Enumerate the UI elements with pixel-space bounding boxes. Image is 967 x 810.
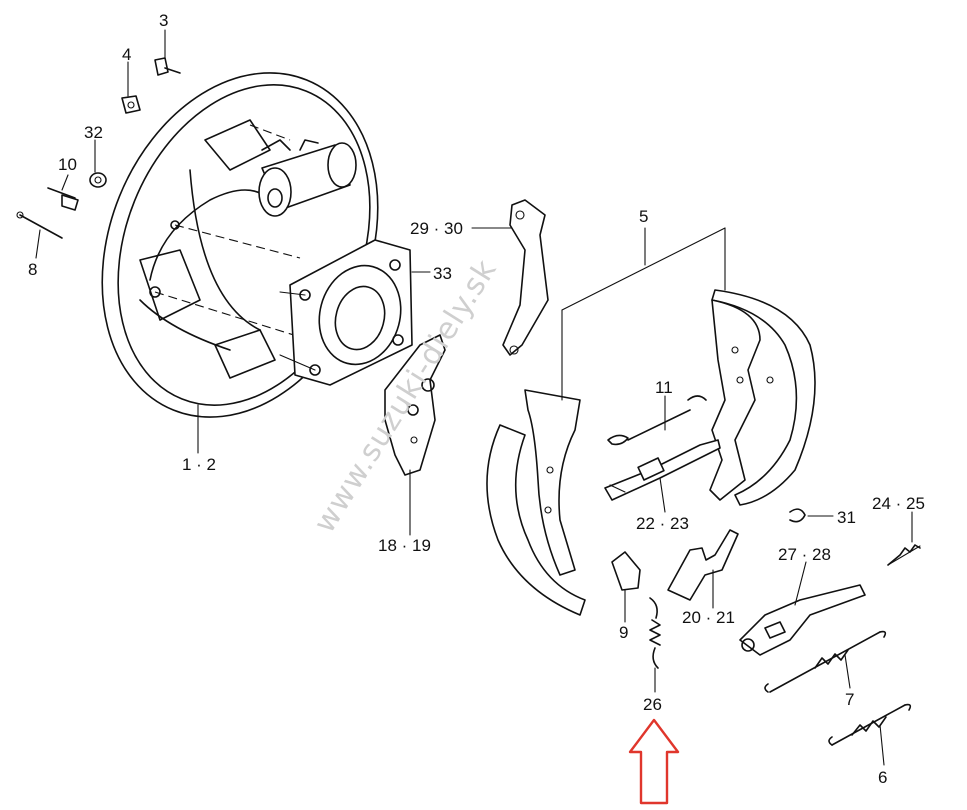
label-9: 9 [619, 623, 628, 642]
leader-lines [35, 29, 913, 766]
part-labels: 3 4 32 10 8 1 · 2 29 · 30 5 33 11 22 · 2… [28, 11, 925, 787]
bearing-housing [279, 239, 413, 386]
label-27-28: 27 · 28 [778, 545, 831, 564]
label-33: 33 [433, 264, 452, 283]
label-11: 11 [655, 378, 673, 397]
pin-8 [16, 211, 63, 239]
clip-31 [789, 508, 806, 523]
brake-shoe-rear [709, 289, 816, 506]
label-3: 3 [159, 11, 168, 30]
label-20-21: 20 · 21 [682, 608, 735, 627]
wheel-cylinder [258, 139, 357, 217]
washer-32 [89, 172, 107, 188]
label-5: 5 [639, 207, 648, 226]
label-18-19: 18 · 19 [378, 536, 431, 555]
label-29-30: 29 · 30 [410, 219, 463, 238]
label-26: 26 [643, 695, 662, 714]
parking-lever [502, 199, 549, 356]
label-4: 4 [122, 45, 131, 64]
hold-down-plate [384, 334, 446, 476]
highlight-arrow-icon [628, 718, 680, 805]
label-22-23: 22 · 23 [636, 514, 689, 533]
adjuster-assembly [604, 395, 721, 501]
bleeder-10 [47, 187, 79, 211]
spring-7 [764, 630, 887, 693]
label-8: 8 [28, 260, 37, 279]
label-32: 32 [84, 123, 103, 142]
label-1-2: 1 · 2 [182, 455, 216, 474]
bolt-3 [154, 57, 181, 76]
label-10: 10 [58, 155, 77, 174]
nut-4 [121, 95, 141, 114]
lever-assembly [739, 584, 866, 656]
clip-9 [611, 551, 641, 591]
label-7: 7 [845, 690, 854, 709]
spring-26 [649, 597, 661, 669]
label-6: 6 [878, 768, 887, 787]
spring-24-25 [887, 544, 921, 566]
label-24-25: 24 · 25 [872, 494, 925, 513]
spring-6 [828, 703, 912, 746]
brake-shoe-front [486, 389, 586, 616]
group-bracket-5 [561, 227, 726, 401]
adjust-lever [667, 529, 739, 601]
label-31: 31 [837, 508, 856, 527]
